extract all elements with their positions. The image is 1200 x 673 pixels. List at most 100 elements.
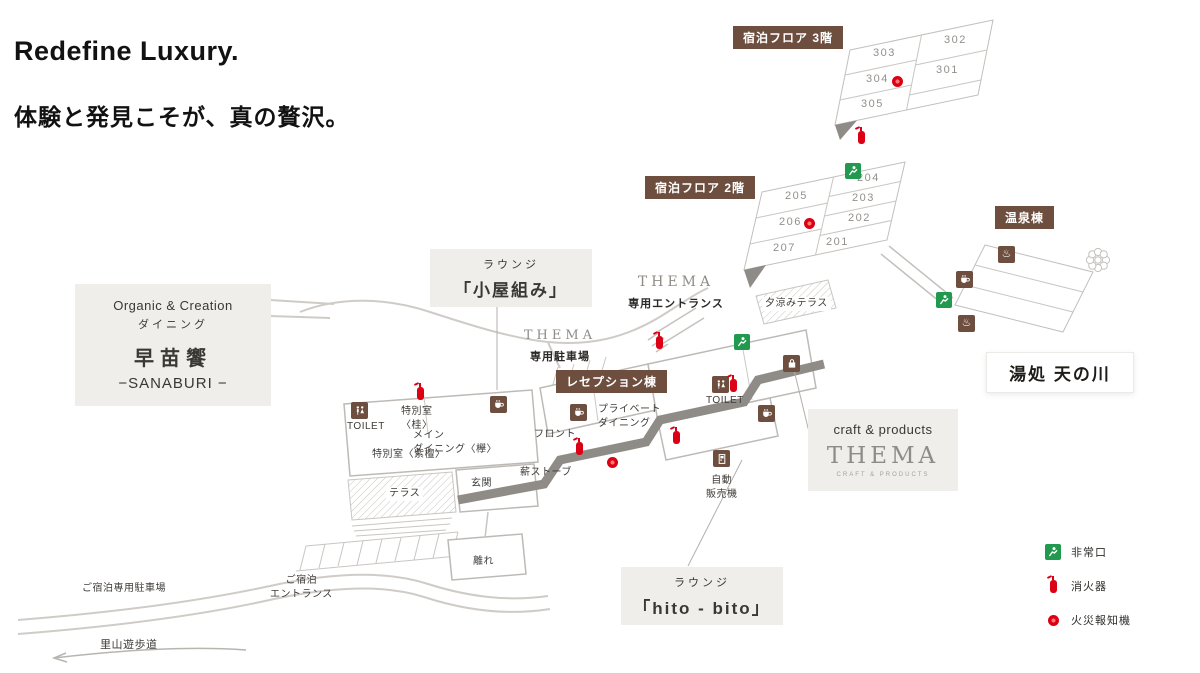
room-201: 201	[826, 236, 849, 248]
fire-extinguisher-icon	[673, 427, 680, 444]
label-wood-stove: 薪ストーブ	[520, 467, 572, 478]
room-204: 204	[857, 172, 880, 184]
legend-alarm-label: 火災報知機	[1071, 615, 1131, 627]
toilet-icon	[712, 376, 729, 393]
fire-alarm-icon	[804, 218, 815, 229]
west-wing-building	[343, 389, 539, 513]
fire-extinguisher-icon	[858, 127, 865, 144]
satoyama-path-line	[51, 647, 247, 663]
label-private-dining: プライベート ダイニング	[598, 404, 661, 429]
toilet-icon	[351, 402, 368, 419]
legend-extinguisher-label: 消火器	[1071, 581, 1107, 593]
hot-spring-icon: ♨	[958, 315, 975, 332]
label-entrance-hall: 玄関	[471, 478, 492, 489]
legend-exit-label: 非常口	[1071, 547, 1107, 559]
terrace-steps	[351, 517, 453, 537]
thema-logo: THEMA	[523, 328, 597, 343]
emergency-exit-icon	[734, 334, 750, 350]
sanaburi-romaji: −SANABURI −	[118, 375, 228, 392]
onsen-plan	[954, 244, 1094, 333]
room-302: 302	[944, 34, 967, 46]
label-guest-parking: ご宿泊専用駐車場	[82, 583, 166, 594]
hanare-building	[447, 533, 527, 581]
label-front-desk: フロント	[534, 429, 576, 440]
fire-extinguisher-icon	[576, 438, 583, 455]
guest-parking-stalls	[295, 531, 459, 572]
room-207: 207	[773, 242, 796, 254]
thema-logo: THEMA	[826, 443, 940, 469]
sanaburi-dining-box: Organic & Creation ダイニング 早苗饗 −SANABURI −	[75, 284, 271, 406]
thema-entrance-sign: THEMA 専用エントランス	[628, 274, 724, 311]
legend-extinguisher: 消火器	[1045, 575, 1131, 594]
floor2-plan	[743, 161, 906, 288]
fire-extinguisher-icon	[730, 375, 737, 392]
lounge-hitobito-box: ラウンジ 「hito - bito」	[621, 567, 783, 625]
cafe-icon	[490, 396, 507, 413]
legend-alarm: 火災報知機	[1045, 612, 1131, 628]
garden-flower	[1085, 247, 1111, 273]
floor3-plan	[834, 19, 994, 140]
thema-entrance-label: 専用エントランス	[628, 298, 724, 310]
fire-alarm-icon	[892, 76, 903, 87]
cafe-icon	[758, 405, 775, 422]
label-special-shitan: 特別室〈紫檀〉	[372, 449, 446, 460]
thema-logo: THEMA	[637, 274, 715, 290]
room-202: 202	[848, 212, 871, 224]
label-toilet-east: TOILET	[706, 395, 744, 406]
fire-alarm-icon	[1048, 614, 1059, 626]
page-title: Redefine Luxury.	[14, 36, 240, 66]
thema-caption: CRAFT & PRODUCTS	[836, 472, 930, 478]
leader-lines	[496, 307, 811, 567]
label-toilet-west: TOILET	[347, 421, 385, 432]
label-guest-entrance: ご宿泊 エントランス	[270, 575, 333, 600]
room-304: 304	[866, 73, 889, 85]
room-205: 205	[785, 190, 808, 202]
room-203: 203	[852, 192, 875, 204]
label-special-katsura: 特別室 〈桂〉	[401, 406, 433, 431]
label-hanare: 離れ	[473, 556, 494, 567]
fire-extinguisher-icon	[656, 332, 663, 349]
roads	[17, 287, 709, 635]
bath-name-box: 湯処 天の川	[986, 352, 1134, 393]
emergency-exit-icon	[936, 292, 952, 308]
label-vending: 自動 販売機	[706, 475, 738, 500]
room-305: 305	[861, 98, 884, 110]
hitobito-type: ラウンジ	[674, 576, 730, 589]
label-satoyama-path: 里山遊歩道	[100, 639, 158, 651]
hot-spring-icon: ♨	[998, 246, 1015, 263]
sanaburi-name: 早苗饗	[134, 348, 212, 370]
lounge-koyagumi-box: ラウンジ 「小屋組み」	[430, 249, 592, 307]
emergency-exit-icon	[1045, 544, 1061, 560]
fire-extinguisher-icon	[1050, 575, 1057, 593]
label-evening-terrace: 夕涼みテラス	[762, 297, 831, 311]
hitobito-name: 「hito - bito」	[633, 598, 771, 618]
thema-parking-label: 専用駐車場	[530, 351, 590, 363]
koyagumi-name: 「小屋組み」	[454, 280, 568, 300]
shop-bag-icon	[783, 355, 800, 372]
legend: 非常口 消火器 火災報知機	[1045, 544, 1131, 628]
badge-reception: レセプション棟	[556, 370, 668, 393]
room-303: 303	[873, 47, 896, 59]
thema-parking-sign: THEMA 専用駐車場	[518, 328, 602, 364]
legend-exit: 非常口	[1045, 544, 1131, 560]
label-terrace: テラス	[386, 487, 424, 501]
badge-floor2: 宿泊フロア 2階	[645, 176, 756, 199]
room-301: 301	[936, 64, 959, 76]
fire-alarm-icon	[607, 457, 618, 468]
emergency-exit-icon	[845, 163, 861, 179]
badge-onsen: 温泉棟	[995, 206, 1055, 229]
vending-machine-icon	[713, 450, 730, 467]
fire-extinguisher-icon	[417, 383, 424, 400]
craft-products-box: craft & products THEMA CRAFT & PRODUCTS	[808, 409, 958, 491]
cafe-icon	[956, 271, 973, 288]
craft-title: craft & products	[833, 422, 933, 437]
sanaburi-en: Organic & Creation	[113, 298, 233, 313]
cafe-icon	[570, 404, 587, 421]
badge-floor3: 宿泊フロア 3階	[733, 26, 844, 49]
label-main-dining: メイン ダイニング〈欅〉	[413, 430, 497, 455]
sanaburi-type: ダイニング	[138, 319, 208, 331]
onsen-bridge	[880, 245, 954, 307]
koyagumi-type: ラウンジ	[483, 258, 539, 271]
